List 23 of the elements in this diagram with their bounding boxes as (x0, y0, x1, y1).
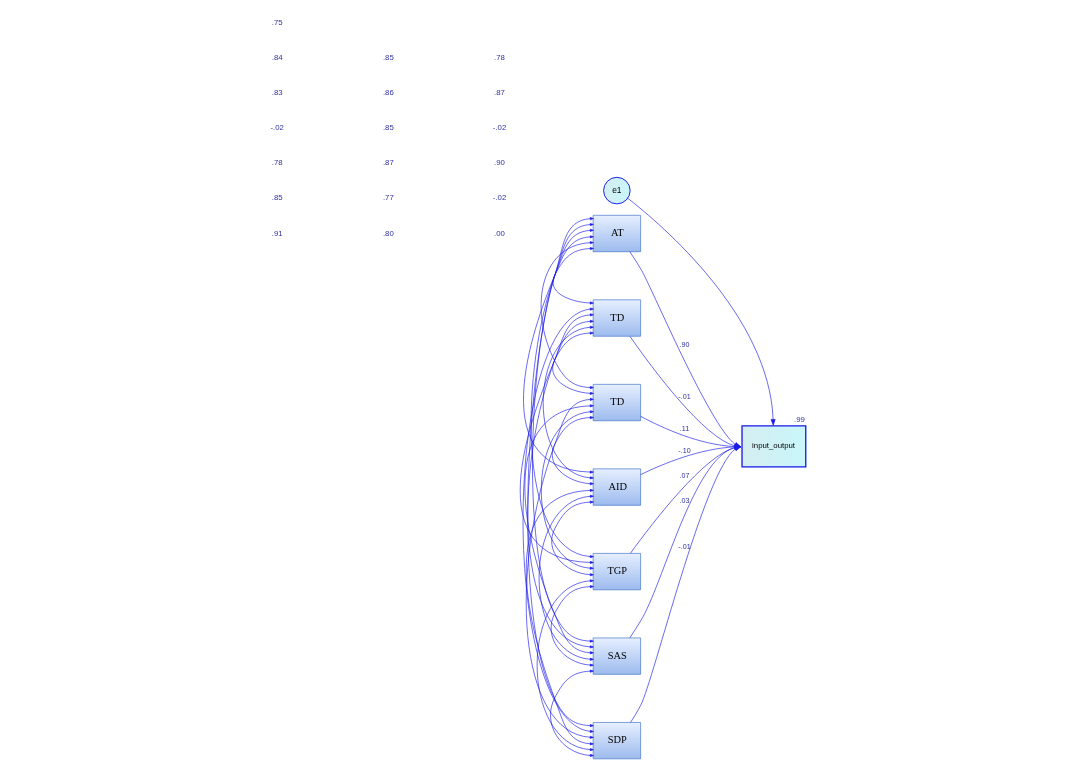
arrow (520, 319, 594, 564)
arrow (552, 247, 594, 305)
arrow (540, 241, 594, 389)
arrow (527, 313, 594, 649)
arrow (523, 235, 594, 474)
arrow (551, 500, 594, 577)
arrow (540, 410, 594, 570)
arrow (526, 488, 594, 746)
arrow (550, 585, 594, 667)
arrow (536, 579, 594, 752)
arrow (550, 669, 594, 757)
arrow (522, 307, 594, 733)
arrow (525, 397, 594, 739)
node-circle: e1 (603, 176, 631, 205)
arrow (627, 197, 776, 426)
arrow (552, 331, 594, 395)
arrow (532, 223, 594, 643)
arrow (530, 228, 594, 558)
arrow (524, 404, 594, 655)
arrow (551, 416, 594, 486)
arrow (538, 494, 594, 661)
arrow (527, 217, 594, 728)
arrow (542, 325, 594, 480)
